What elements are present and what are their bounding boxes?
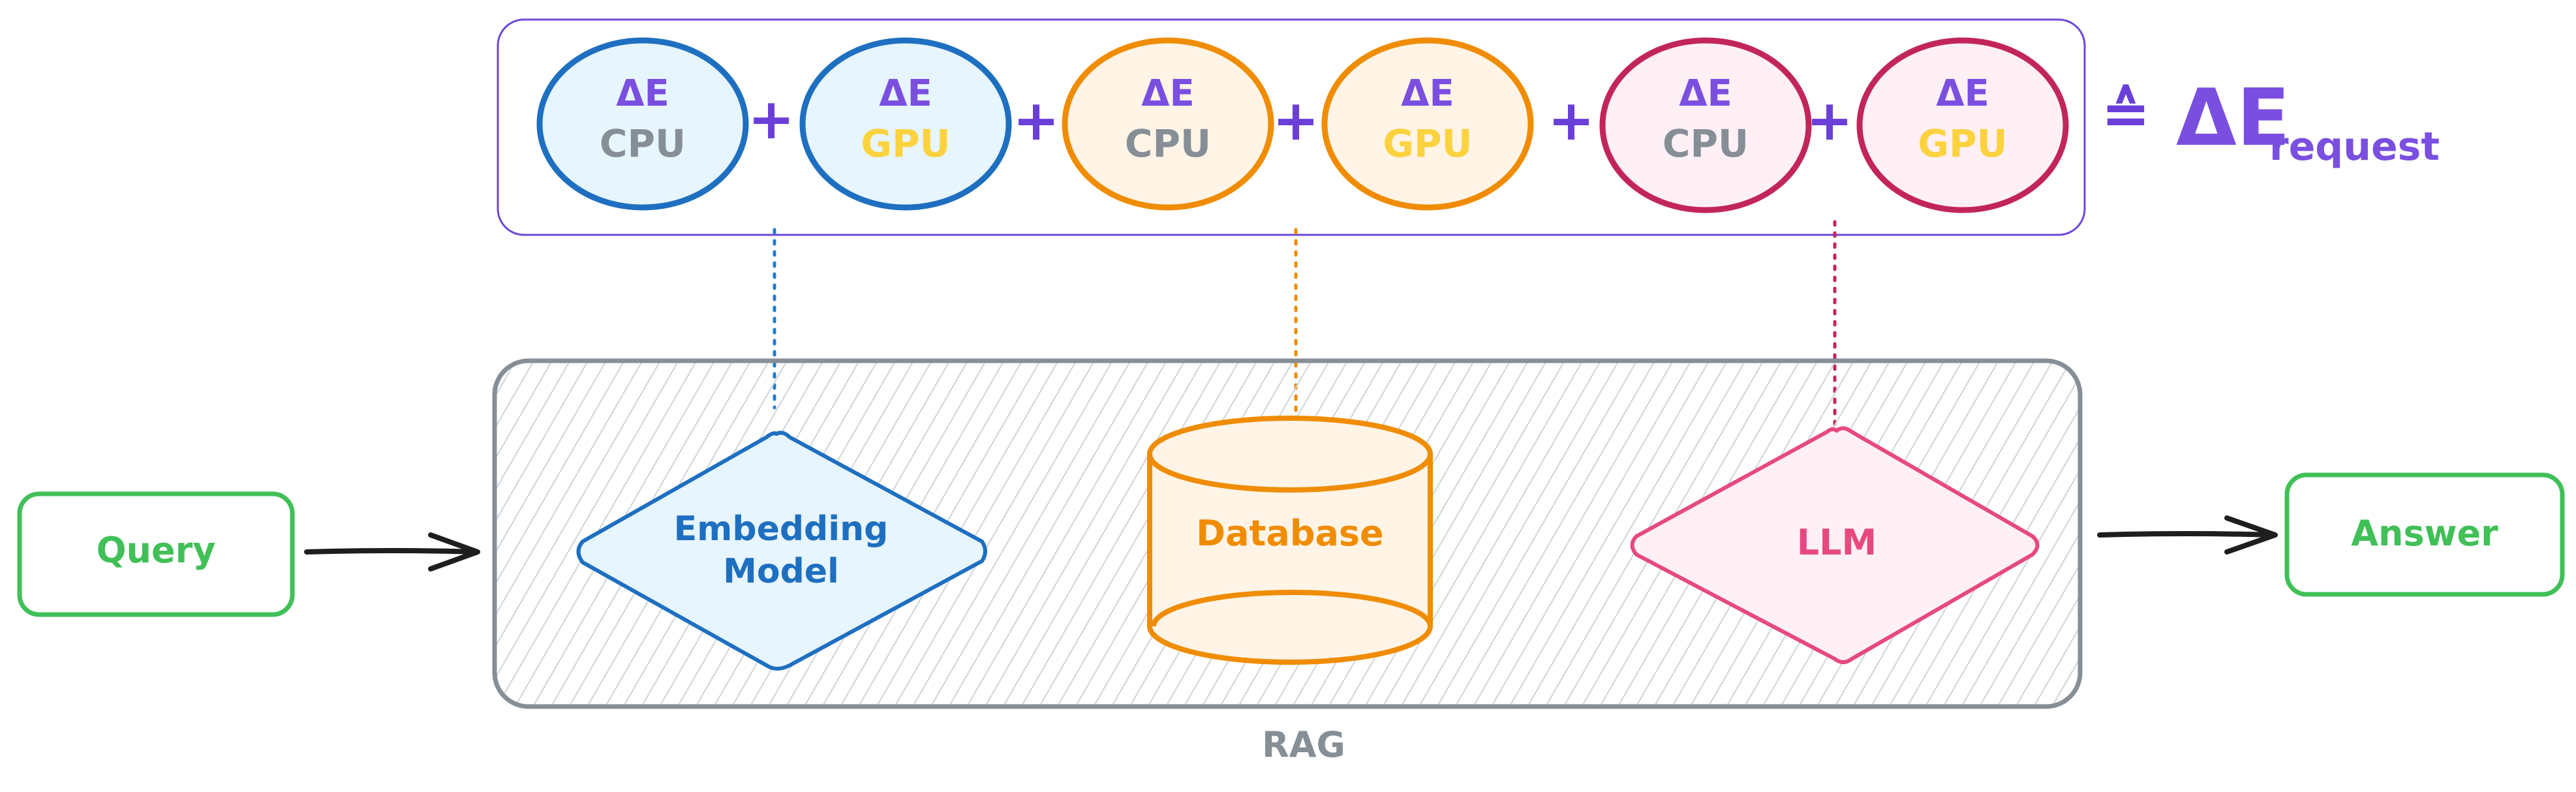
- energy-term-database-cpu[interactable]: ΔE CPU: [1062, 37, 1274, 211]
- embedding-label-line1: Embedding: [674, 510, 889, 549]
- embedding-model-node[interactable]: Embedding Model: [576, 431, 987, 671]
- delta-e-label: ΔE: [1401, 72, 1454, 115]
- answer-node[interactable]: Answer: [2284, 472, 2565, 597]
- delta-e-label: ΔE: [1141, 72, 1195, 115]
- gpu-label: GPU: [1918, 121, 2007, 166]
- plus-sign: +: [748, 87, 795, 152]
- cpu-label: CPU: [600, 121, 686, 166]
- plus-sign: +: [1272, 88, 1319, 153]
- query-label: Query: [97, 530, 216, 571]
- result-delta-e: ΔE: [2176, 73, 2290, 164]
- arrow-query-to-rag: [304, 532, 480, 571]
- gpu-label: GPU: [861, 121, 950, 166]
- energy-term-llm-gpu[interactable]: ΔE GPU: [1856, 37, 2069, 213]
- result-subscript: request: [2269, 124, 2440, 170]
- cpu-label: CPU: [1663, 121, 1749, 166]
- delta-e-label: ΔE: [1679, 72, 1732, 115]
- plus-sign: +: [1806, 88, 1853, 153]
- energy-sum-frame: [497, 18, 2086, 236]
- database-label: Database: [1196, 513, 1383, 554]
- arrow-rag-to-answer: [2097, 515, 2278, 555]
- rag-label: RAG: [1262, 724, 1345, 765]
- query-node[interactable]: Query: [17, 491, 295, 617]
- cpu-label: CPU: [1125, 121, 1211, 166]
- llm-label: LLM: [1797, 522, 1877, 563]
- energy-term-database-gpu[interactable]: ΔE GPU: [1321, 37, 1534, 211]
- energy-term-embedding-gpu[interactable]: ΔE GPU: [799, 37, 1012, 211]
- estimates-equals-sign: ≙: [2101, 80, 2150, 148]
- energy-term-llm-cpu[interactable]: ΔE CPU: [1599, 37, 1812, 213]
- delta-e-label: ΔE: [879, 72, 932, 115]
- database-node[interactable]: Database: [1147, 416, 1433, 665]
- delta-e-label: ΔE: [1936, 72, 1989, 115]
- plus-sign: +: [1548, 88, 1595, 153]
- answer-label: Answer: [2351, 513, 2498, 554]
- delta-e-label: ΔE: [616, 72, 669, 115]
- embedding-label-line2: Model: [723, 552, 839, 591]
- energy-term-embedding-cpu[interactable]: ΔE CPU: [536, 37, 749, 211]
- gpu-label: GPU: [1383, 121, 1472, 166]
- llm-node[interactable]: LLM: [1630, 426, 2040, 664]
- plus-sign: +: [1013, 88, 1060, 153]
